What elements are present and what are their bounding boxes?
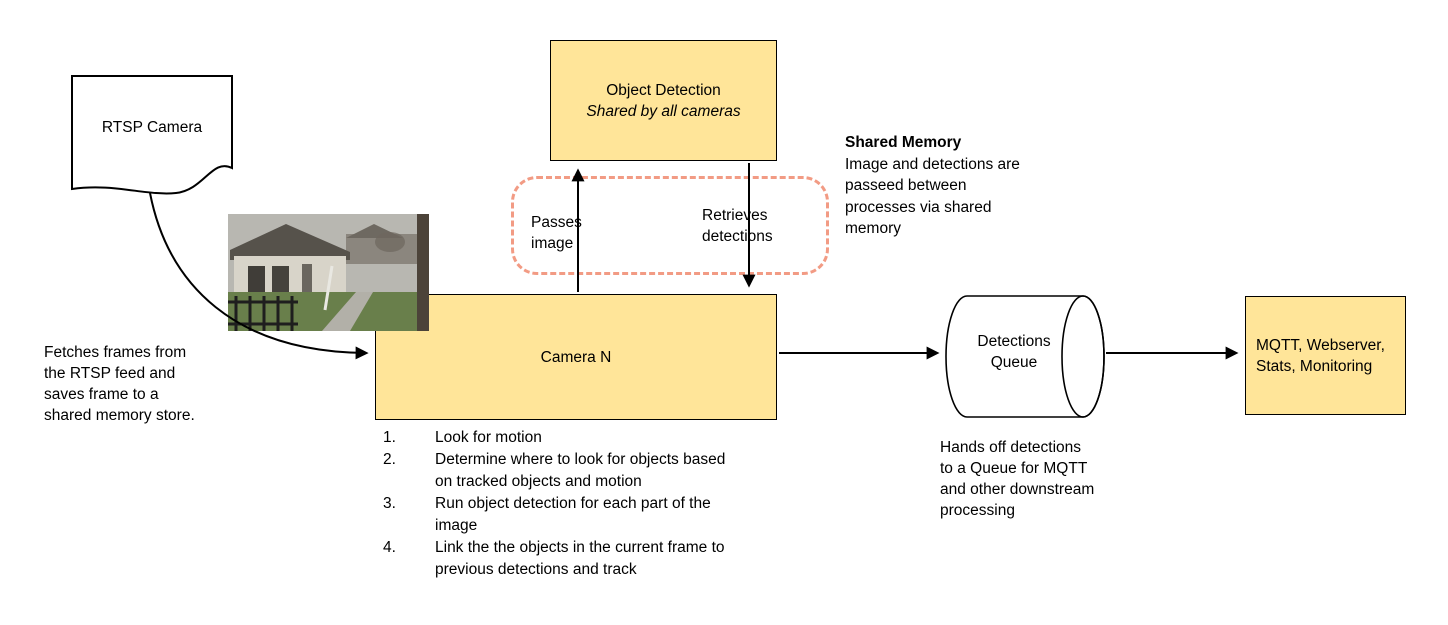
fetch-frames-note: Fetches frames from the RTSP feed and sa… <box>44 344 195 424</box>
camera-snapshot-image <box>228 214 429 331</box>
retrieves-detections-label: Retrieves detections <box>702 207 773 245</box>
shared-memory-region-outline <box>511 176 829 275</box>
step-number <box>383 493 435 537</box>
node-camera-n: Camera N <box>375 294 777 420</box>
shared-memory-note-body: Image and detections are passeed between… <box>845 155 1020 238</box>
camera-steps-list: Look for motion Determine where to look … <box>383 427 743 581</box>
list-item: Determine where to look for objects base… <box>383 449 743 493</box>
node-object-detection: Object Detection Shared by all cameras <box>550 40 777 161</box>
snapshot-door-1 <box>248 266 265 293</box>
camera-n-label: Camera N <box>540 348 612 366</box>
object-detection-subtitle: Shared by all cameras <box>586 102 741 120</box>
shared-memory-note-title: Shared Memory <box>845 134 962 151</box>
step-number <box>383 537 435 581</box>
step-text: Determine where to look for objects base… <box>435 451 726 490</box>
object-detection-title: Object Detection <box>606 81 721 99</box>
detections-queue-cylinder-face <box>1061 295 1105 418</box>
list-item: Look for motion <box>383 427 743 449</box>
step-text: Run object detection for each part of th… <box>435 495 711 534</box>
snapshot-tree <box>375 232 405 252</box>
list-item: Link the the objects in the current fram… <box>383 537 743 581</box>
step-text: Look for motion <box>435 429 542 446</box>
passes-image-label: Passes image <box>531 214 582 252</box>
rtsp-camera-label: RTSP Camera <box>101 119 203 136</box>
step-number <box>383 449 435 493</box>
snapshot-door-2 <box>272 266 289 293</box>
detections-queue-label: Detections Queue <box>977 333 1051 371</box>
snapshot-porch-post <box>417 214 429 331</box>
list-item: Run object detection for each part of th… <box>383 493 743 537</box>
queue-handoff-note: Hands off detections to a Queue for MQTT… <box>940 439 1095 519</box>
node-outputs: MQTT, Webserver, Stats, Monitoring <box>1245 296 1406 415</box>
outputs-label: MQTT, Webserver, Stats, Monitoring <box>1256 336 1385 375</box>
snapshot-window <box>302 264 312 293</box>
step-number <box>383 427 435 449</box>
shared-memory-note: Shared Memory Image and detections are p… <box>845 132 1035 240</box>
step-text: Link the the objects in the current fram… <box>435 539 725 578</box>
